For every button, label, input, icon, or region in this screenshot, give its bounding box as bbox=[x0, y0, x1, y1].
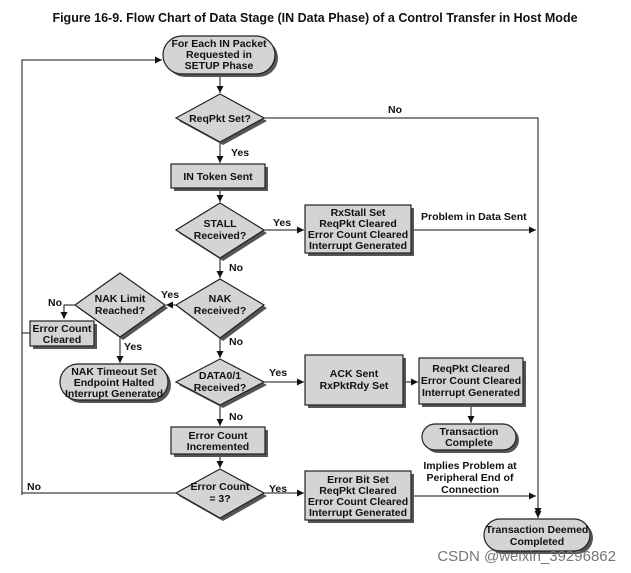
svg-text:Transaction: Transaction bbox=[440, 426, 499, 438]
svg-text:Endpoint Halted: Endpoint Halted bbox=[74, 377, 155, 389]
label-implies-problem-2: Peripheral End of bbox=[427, 472, 514, 484]
svg-text:RxPktRdy Set: RxPktRdy Set bbox=[320, 380, 389, 392]
svg-text:= 3?: = 3? bbox=[209, 493, 230, 505]
svg-text:Transaction Deemed: Transaction Deemed bbox=[486, 524, 589, 536]
svg-text:Error Count Cleared: Error Count Cleared bbox=[308, 496, 408, 508]
svg-text:Incremented: Incremented bbox=[187, 441, 249, 453]
svg-text:Received?: Received? bbox=[194, 230, 247, 242]
svg-text:Reached?: Reached? bbox=[95, 305, 145, 317]
reqpkt-cleared-box: ReqPkt Cleared Error Count Cleared Inter… bbox=[418, 357, 526, 407]
label-implies-problem-1: Implies Problem at bbox=[423, 460, 517, 472]
edge-labels: No Yes Yes No Problem in Data Sent Yes N… bbox=[27, 104, 527, 496]
label-reqpkt-no: No bbox=[388, 104, 402, 116]
error-bit-box: Error Bit Set ReqPkt Cleared Error Count… bbox=[304, 470, 414, 523]
svg-text:ReqPkt Cleared: ReqPkt Cleared bbox=[319, 218, 397, 230]
label-err3-no: No bbox=[27, 481, 41, 493]
svg-text:Received?: Received? bbox=[194, 382, 247, 394]
label-stall-no: No bbox=[229, 262, 243, 274]
label-naklimit-yes: Yes bbox=[124, 341, 142, 353]
svg-text:NAK: NAK bbox=[209, 293, 232, 305]
label-data-yes: Yes bbox=[269, 367, 287, 379]
label-naklimit-no: No bbox=[48, 297, 62, 309]
svg-text:Error Count: Error Count bbox=[191, 481, 250, 493]
svg-text:Error Bit Set: Error Bit Set bbox=[327, 474, 389, 486]
svg-text:NAK Timeout Set: NAK Timeout Set bbox=[71, 366, 157, 378]
label-implies-problem-3: Connection bbox=[441, 484, 499, 496]
svg-text:ACK Sent: ACK Sent bbox=[330, 368, 379, 380]
svg-text:Error Count: Error Count bbox=[189, 430, 248, 442]
label-problem-in-data: Problem in Data Sent bbox=[421, 211, 527, 223]
label-nak-yes: Yes bbox=[161, 289, 179, 301]
svg-text:NAK Limit: NAK Limit bbox=[95, 293, 146, 305]
svg-text:Received?: Received? bbox=[194, 305, 247, 317]
figure-title: Figure 16-9. Flow Chart of Data Stage (I… bbox=[52, 11, 577, 25]
svg-text:Complete: Complete bbox=[445, 437, 493, 449]
svg-text:DATA0/1: DATA0/1 bbox=[199, 370, 241, 382]
label-nak-no: No bbox=[229, 336, 243, 348]
svg-text:Interrupt Generated: Interrupt Generated bbox=[422, 387, 520, 399]
connectors bbox=[21, 56, 542, 518]
svg-text:Interrupt Generated: Interrupt Generated bbox=[309, 507, 407, 519]
error-count-3-decision: Error Count = 3? bbox=[174, 468, 267, 521]
svg-text:Interrupt Generated: Interrupt Generated bbox=[309, 240, 407, 252]
svg-text:Cleared: Cleared bbox=[43, 334, 82, 346]
svg-text:Interrupt Generated: Interrupt Generated bbox=[65, 388, 163, 400]
watermark-text: CSDN @weixin_39296862 bbox=[437, 548, 616, 565]
svg-text:RxStall Set: RxStall Set bbox=[331, 207, 386, 219]
svg-text:Error Count Cleared: Error Count Cleared bbox=[421, 375, 521, 387]
svg-text:Error Count: Error Count bbox=[33, 323, 92, 335]
stall-received-decision: STALL Received? bbox=[174, 202, 267, 261]
transaction-deemed-completed-terminator: Transaction Deemed Completed bbox=[483, 518, 593, 554]
label-data-no: No bbox=[229, 411, 243, 423]
svg-text:ReqPkt Set?: ReqPkt Set? bbox=[189, 113, 251, 125]
nak-received-decision: NAK Received? bbox=[174, 278, 267, 341]
ack-sent-box: ACK Sent RxPktRdy Set bbox=[304, 354, 406, 408]
error-count-cleared-box: Error Count Cleared bbox=[29, 320, 97, 349]
error-count-incremented-box: Error Count Incremented bbox=[170, 426, 268, 457]
label-reqpkt-yes: Yes bbox=[231, 147, 249, 159]
start-terminator: For Each IN Packet Requested in SETUP Ph… bbox=[162, 35, 278, 77]
svg-text:STALL: STALL bbox=[203, 218, 237, 230]
svg-text:SETUP Phase: SETUP Phase bbox=[185, 60, 254, 72]
nak-limit-decision: NAK Limit Reached? bbox=[73, 272, 168, 340]
svg-text:Completed: Completed bbox=[510, 536, 564, 548]
label-err3-yes: Yes bbox=[269, 483, 287, 495]
rxstall-box: RxStall Set ReqPkt Cleared Error Count C… bbox=[304, 204, 414, 256]
label-stall-yes: Yes bbox=[273, 217, 291, 229]
reqpkt-set-decision: ReqPkt Set? bbox=[174, 93, 267, 145]
svg-text:For Each IN Packet: For Each IN Packet bbox=[171, 38, 267, 50]
svg-text:IN Token Sent: IN Token Sent bbox=[183, 171, 253, 183]
svg-text:ReqPkt Cleared: ReqPkt Cleared bbox=[432, 363, 510, 375]
in-token-sent-box: IN Token Sent bbox=[170, 163, 268, 191]
transaction-complete-terminator: Transaction Complete bbox=[421, 423, 519, 453]
data01-received-decision: DATA0/1 Received? bbox=[174, 358, 267, 408]
svg-text:ReqPkt Cleared: ReqPkt Cleared bbox=[319, 485, 397, 497]
svg-text:Requested in: Requested in bbox=[186, 49, 252, 61]
svg-text:Error Count Cleared: Error Count Cleared bbox=[308, 229, 408, 241]
nak-timeout-terminator: NAK Timeout Set Endpoint Halted Interrup… bbox=[59, 363, 171, 403]
